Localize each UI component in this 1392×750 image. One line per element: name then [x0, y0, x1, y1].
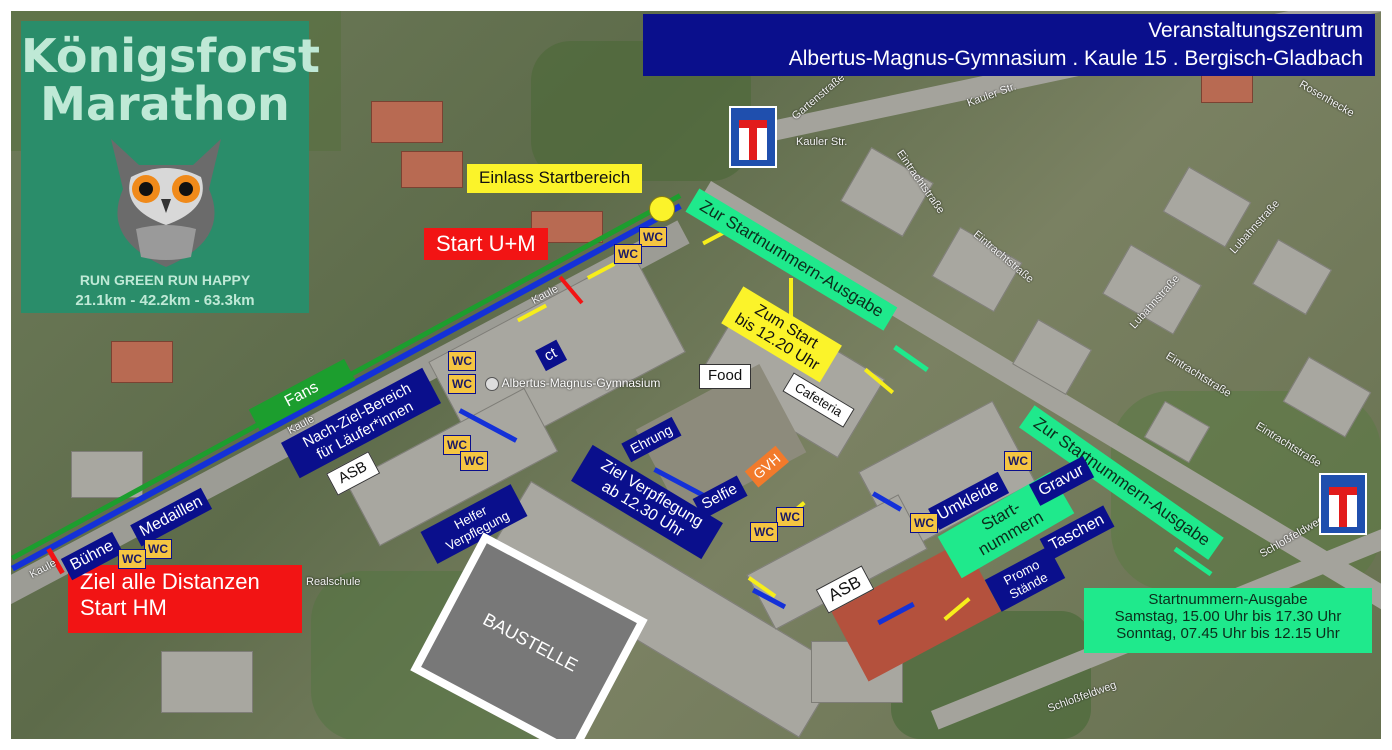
label-start-um: Start U+M [424, 228, 548, 261]
entry-point-marker [649, 196, 675, 222]
wc-icon: WC [460, 451, 488, 471]
dead-end-sign-icon [1319, 473, 1367, 535]
owl-icon [111, 139, 221, 267]
house [111, 341, 173, 383]
event-logo: Königsforst Marathon RUN GREEN RUN HAPPY… [21, 21, 320, 313]
label-baustelle: BAUSTELLE [479, 609, 582, 676]
wc-icon: WC [776, 507, 804, 527]
street-label: Realschule [306, 576, 361, 588]
house [401, 151, 463, 188]
venue-header: Veranstaltungszentrum Albertus-Magnus-Gy… [643, 14, 1375, 76]
info-box-startnummern: Startnummern-Ausgabe Samstag, 15.00 Uhr … [1084, 588, 1372, 653]
label-ziel: Ziel alle Distanzen Start HM [68, 565, 302, 633]
house [1201, 71, 1253, 103]
label-ziel-line2: Start HM [80, 595, 167, 620]
house [1102, 244, 1202, 335]
logo-title-line2: Marathon [40, 77, 290, 131]
school-pin-icon [485, 377, 499, 391]
label-food: Food [699, 364, 752, 389]
wc-icon: WC [1004, 451, 1032, 471]
dead-end-sign-icon [729, 106, 777, 168]
wc-icon: WC [443, 435, 471, 455]
venue-address: Albertus-Magnus-Gymnasium . Kaule 15 . B… [788, 47, 1363, 70]
street-label: Kauler Str. [796, 136, 848, 148]
wc-icon: WC [614, 244, 642, 264]
arrow-icon [789, 278, 793, 318]
house [161, 651, 253, 713]
house [1252, 238, 1332, 316]
info-box-line1: Samstag, 15.00 Uhr bis 17.30 Uhr [1114, 608, 1342, 625]
house [371, 101, 443, 143]
wc-icon: WC [144, 539, 172, 559]
wc-icon: WC [750, 522, 778, 542]
venue-title: Veranstaltungszentrum [1148, 19, 1363, 42]
wc-icon: WC [448, 351, 476, 371]
street-label: Rosenhecke [1297, 78, 1357, 120]
wc-icon: WC [910, 513, 938, 533]
wc-icon: WC [639, 227, 667, 247]
logo-title-line1: Königsforst [21, 29, 320, 83]
label-ziel-line1: Ziel alle Distanzen [80, 569, 260, 594]
wc-icon: WC [448, 374, 476, 394]
wc-icon: WC [118, 549, 146, 569]
event-map: Gartenstraße Kauler Str. Kauler Str. Ros… [11, 11, 1381, 739]
info-box-title: Startnummern-Ausgabe [1148, 591, 1308, 608]
info-box-line2: Sonntag, 07.45 Uhr bis 12.15 Uhr [1116, 625, 1340, 642]
label-gymnasium: Albertus-Magnus-Gymnasium [485, 377, 660, 391]
logo-distances: 21.1km - 42.2km - 63.3km [75, 292, 255, 309]
logo-tagline: RUN GREEN RUN HAPPY [79, 272, 251, 288]
label-einlass: Einlass Startbereich [467, 164, 643, 193]
arrow-icon [893, 344, 929, 373]
